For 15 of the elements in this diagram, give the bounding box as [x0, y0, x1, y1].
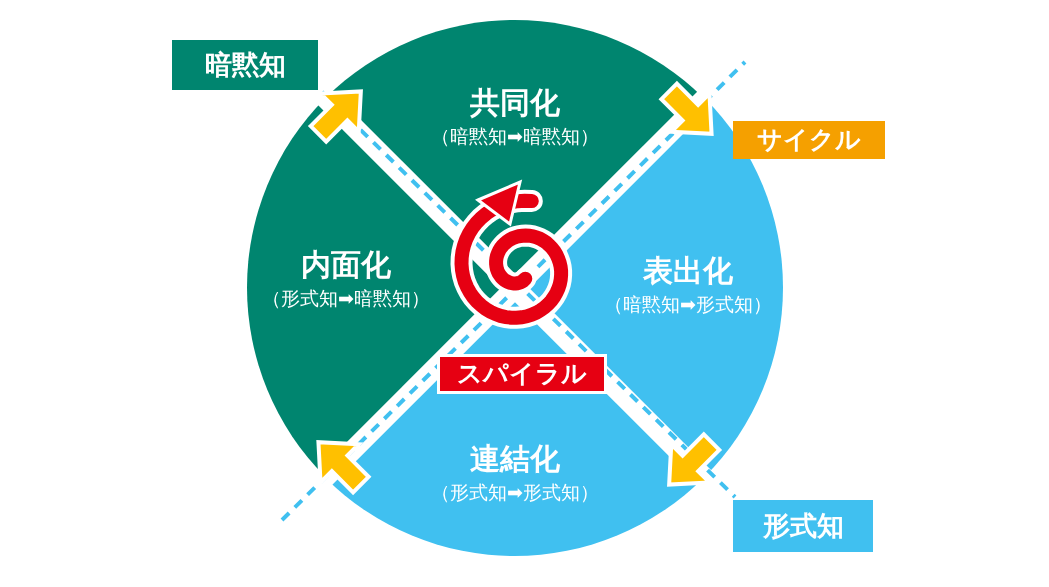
quadrant-subtitle: （形式知➡暗黙知） — [262, 286, 430, 311]
quadrant-title: 表出化 — [643, 252, 733, 290]
quadrant-subtitle: （暗黙知➡暗黙知） — [431, 124, 599, 149]
block-arrow — [307, 89, 363, 145]
quadrant-title: 共同化 — [470, 84, 560, 122]
label-tag: サイクル — [733, 121, 885, 159]
block-arrow — [316, 440, 372, 496]
quadrant-subtitle: （形式知➡形式知） — [431, 480, 599, 505]
quadrant-title: 内面化 — [301, 246, 391, 284]
quadrant-title: 連結化 — [470, 440, 560, 478]
block-arrow — [658, 80, 714, 136]
quadrant-subtitle: （暗黙知➡形式知） — [604, 292, 772, 317]
block-arrow — [667, 431, 723, 487]
label-tag: 形式知 — [733, 500, 873, 552]
label-tag: 暗黙知 — [172, 40, 318, 90]
